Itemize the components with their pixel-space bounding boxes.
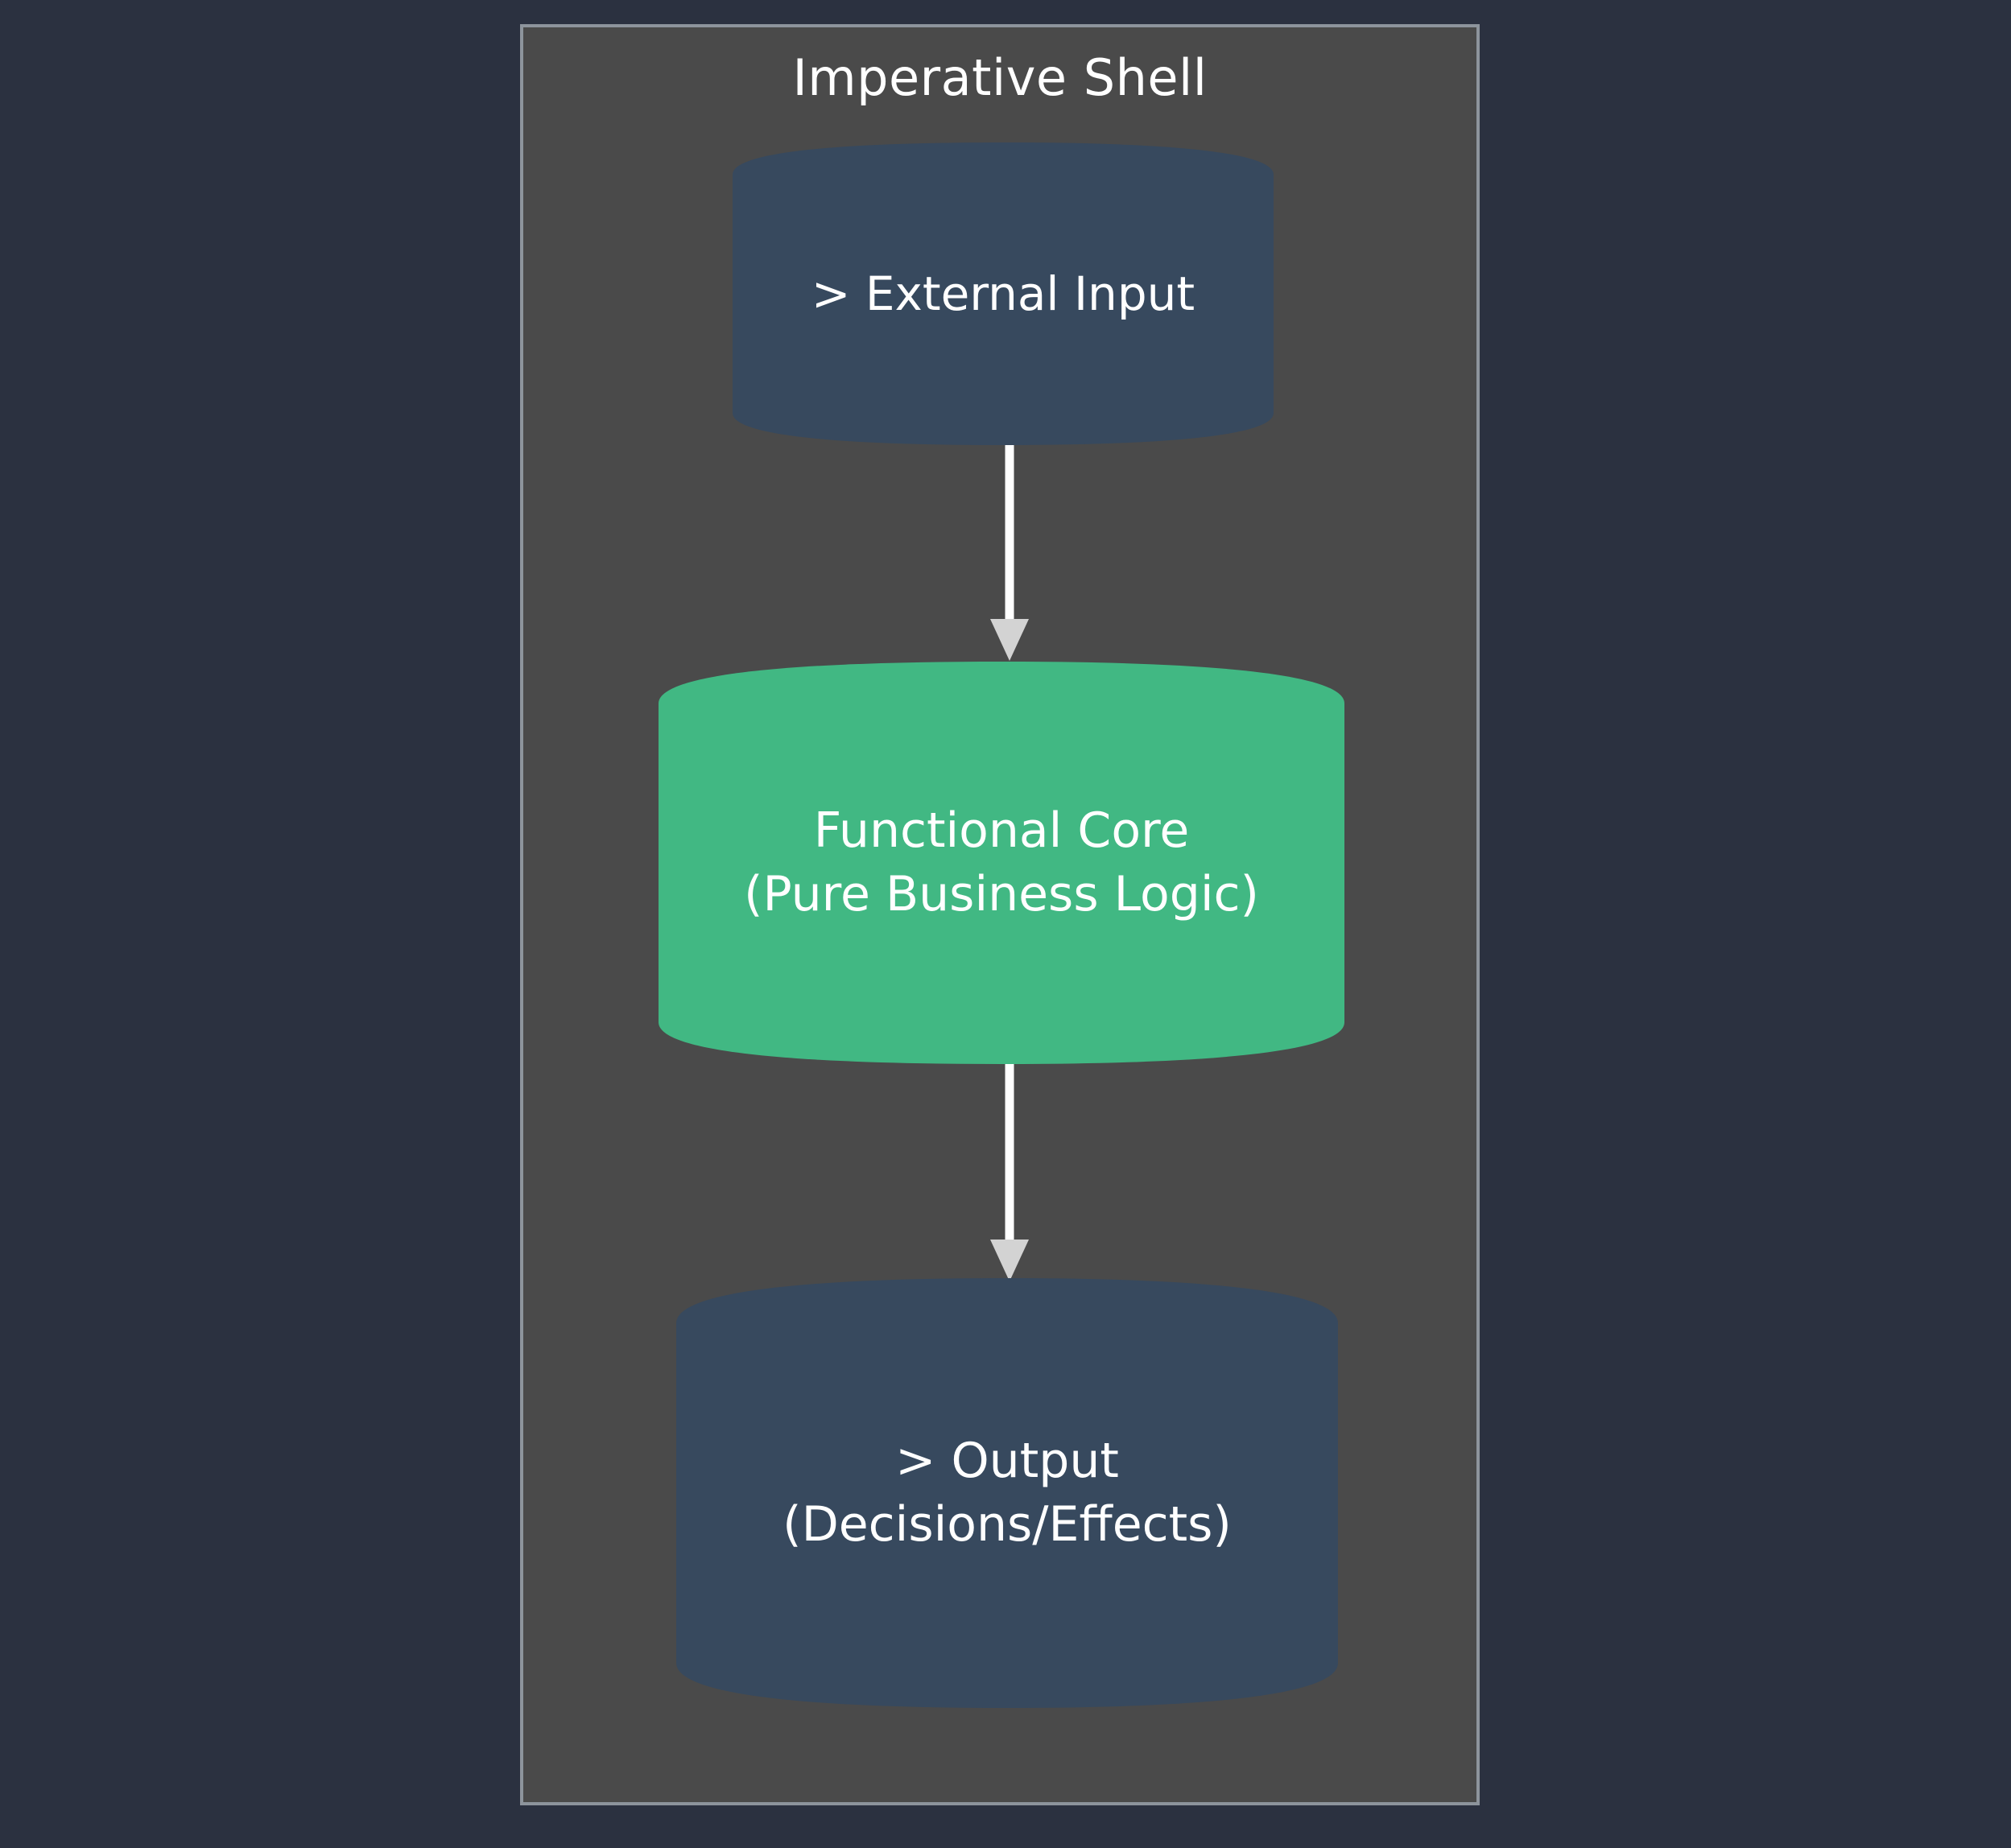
edge-core-to-output [985, 1064, 1034, 1283]
node-output-line2: (Decisions/Effects) [783, 1496, 1232, 1553]
node-output-line1: > Output [895, 1432, 1119, 1489]
node-output[interactable]: > Output (Decisions/Effects) [676, 1278, 1338, 1708]
node-functional-core[interactable]: Functional Core (Pure Business Logic) [659, 662, 1344, 1064]
arrow-down-icon-1 [990, 445, 1029, 661]
edge-input-to-core [985, 445, 1034, 662]
node-functional-core-line1: Functional Core [813, 802, 1190, 859]
arrow-down-icon-2 [990, 1064, 1029, 1281]
node-functional-core-line2: (Pure Business Logic) [744, 866, 1259, 922]
node-external-input-line1: > External Input [811, 266, 1195, 321]
cylinder-shape-output [676, 1278, 1338, 1708]
subgraph-title: Imperative Shell [792, 48, 1208, 107]
node-output-label: > Output (Decisions/Effects) [676, 1429, 1338, 1557]
cylinder-shape-functional-core [659, 662, 1344, 1064]
node-external-input-label: > External Input [733, 263, 1274, 325]
cylinder-shape-external-input [733, 142, 1274, 445]
node-external-input[interactable]: > External Input [733, 142, 1274, 445]
node-functional-core-label: Functional Core (Pure Business Logic) [659, 799, 1344, 926]
